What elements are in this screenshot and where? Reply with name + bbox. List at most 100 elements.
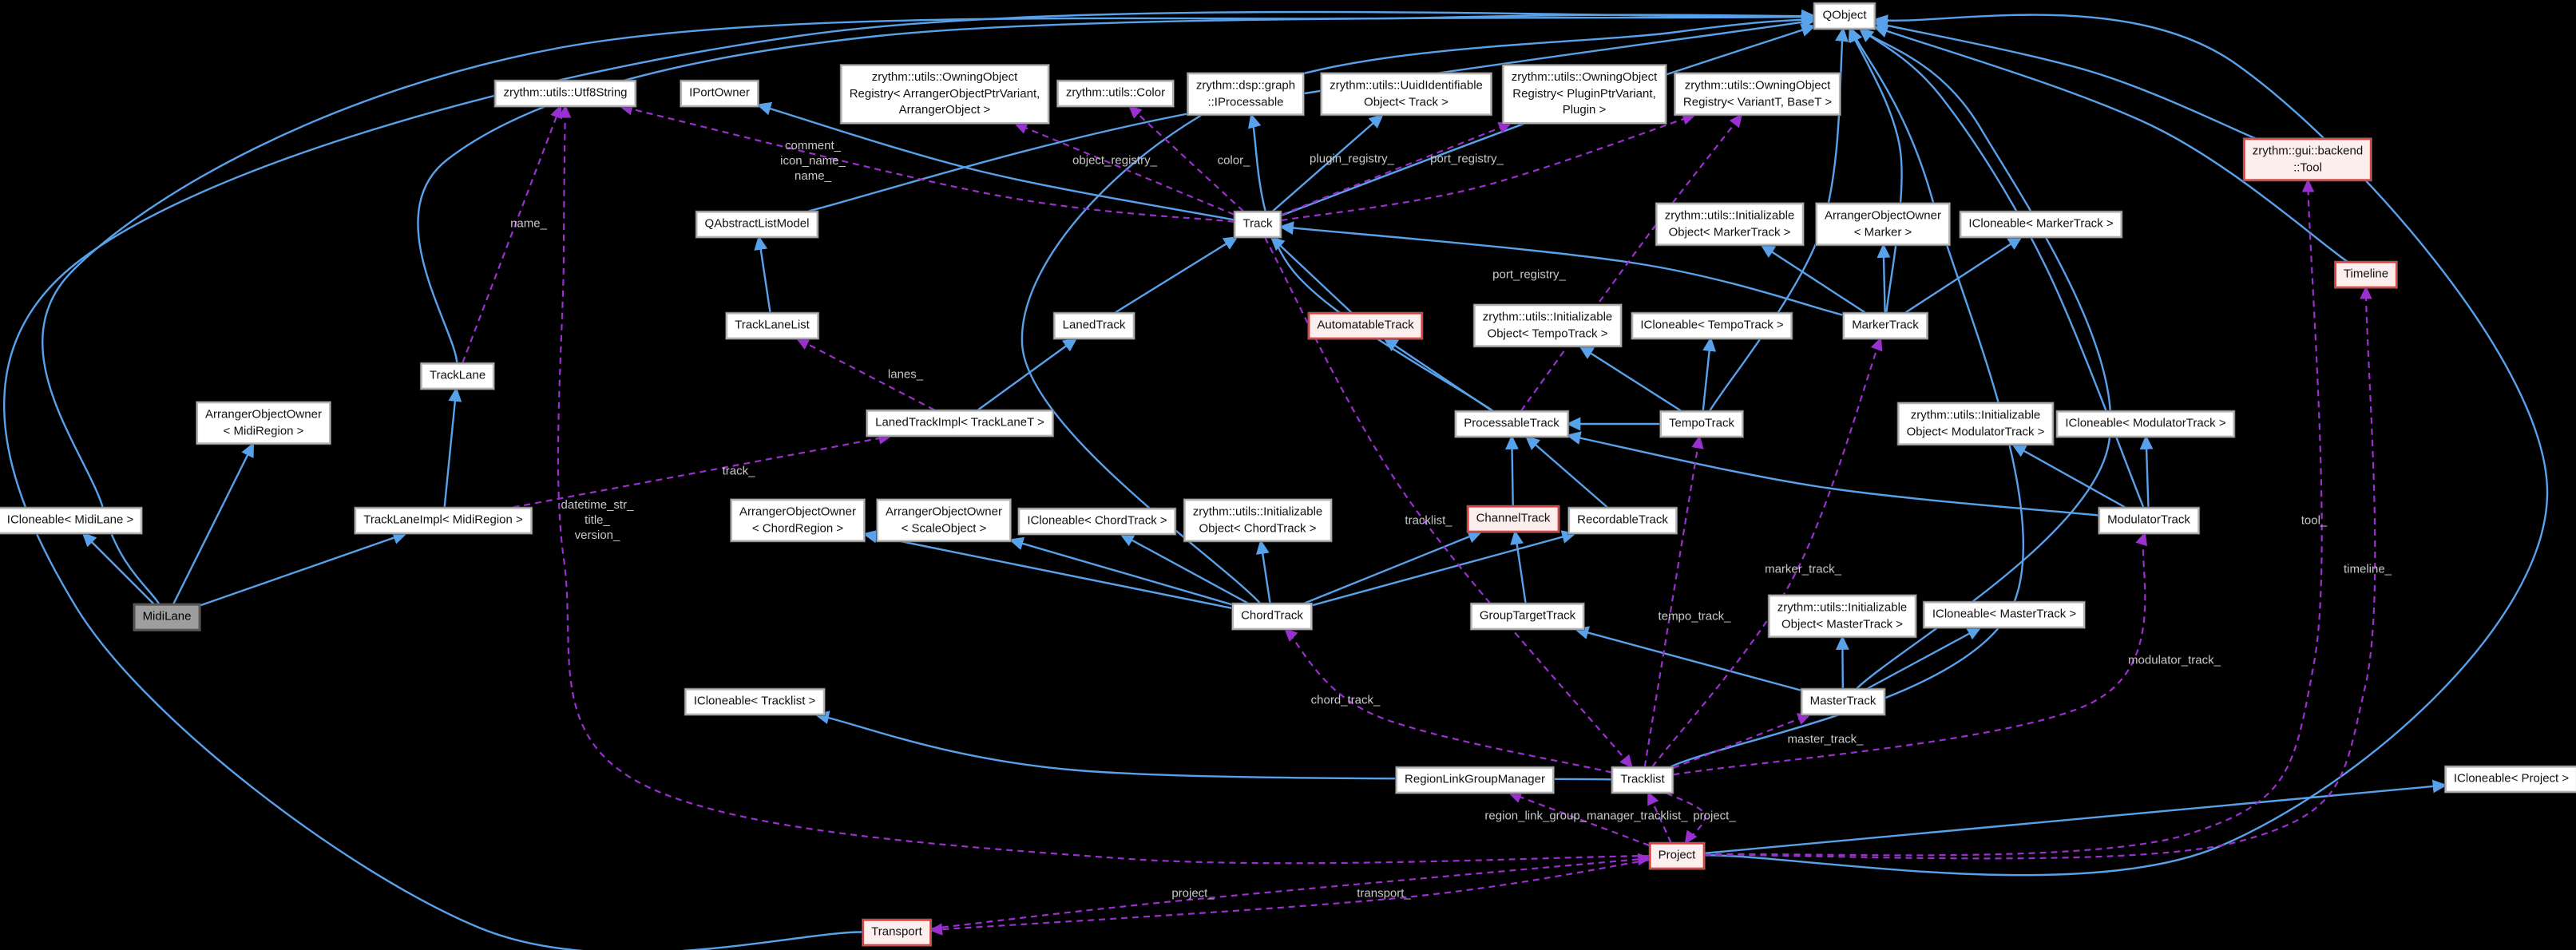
edge-label: tool_ xyxy=(2301,514,2328,529)
inheritance-edge xyxy=(417,10,1817,363)
node-transport[interactable]: Transport xyxy=(862,919,931,946)
node-label-line: QAbstractListModel xyxy=(704,216,810,231)
node-arrobj_scaleobject[interactable]: ArrangerObjectOwner< ScaleObject > xyxy=(877,499,1011,542)
edge-label: plugin_registry_ xyxy=(1310,152,1394,168)
node-grouptargettrack[interactable]: GroupTargetTrack xyxy=(1470,603,1585,630)
usage-edge xyxy=(557,104,1650,865)
node-label-line: QObject xyxy=(1822,8,1867,22)
inheritance-edge xyxy=(200,531,408,607)
inheritance-edge xyxy=(977,337,1078,411)
node-track[interactable]: Track xyxy=(1234,211,1282,238)
node-label-line: Object< MarkerTrack > xyxy=(1668,225,1791,239)
usage-edge xyxy=(1666,792,1706,845)
inheritance-edge xyxy=(862,529,1233,610)
node-midilane[interactable]: MidiLane xyxy=(133,604,200,631)
node-label-line: ICloneable< Project > xyxy=(2453,771,2570,786)
node-iportowner[interactable]: IPortOwner xyxy=(680,80,759,107)
node-label-line: AutomatableTrack xyxy=(1317,318,1414,332)
node-label-line: Transport xyxy=(871,924,922,939)
node-label-line: Timeline xyxy=(2343,267,2389,281)
inheritance-edge xyxy=(1510,529,1527,604)
node-channeltrack[interactable]: ChannelTrack xyxy=(1467,505,1559,532)
node-automatabletrack[interactable]: AutomatableTrack xyxy=(1308,312,1423,339)
edge-label: modulator_track_ xyxy=(2128,654,2221,669)
node-tempotrack[interactable]: TempoTrack xyxy=(1660,410,1743,437)
node-color[interactable]: zrythm::utils::Color xyxy=(1056,80,1175,107)
edge-label-line: port_registry_ xyxy=(1492,267,1566,282)
node-iclone_project[interactable]: ICloneable< Project > xyxy=(2444,766,2576,793)
node-label-line: Object< ChordTrack > xyxy=(1199,521,1317,535)
node-timeline[interactable]: Timeline xyxy=(2334,261,2398,288)
node-project[interactable]: Project xyxy=(1649,842,1705,869)
node-label-line: zrythm::utils::OwningObject xyxy=(871,69,1018,84)
node-lanedtrack[interactable]: LanedTrack xyxy=(1053,312,1135,339)
node-tracklist[interactable]: Tracklist xyxy=(1611,766,1674,794)
edge-label-line: port_registry_ xyxy=(1430,152,1504,166)
node-arrobj_marker[interactable]: ArrangerObjectOwner< Marker > xyxy=(1816,203,1950,246)
node-iclone_modulatortrack[interactable]: ICloneable< ModulatorTrack > xyxy=(2056,410,2235,437)
node-chordtrack[interactable]: ChordTrack xyxy=(1232,603,1312,630)
inheritance-edge xyxy=(1574,626,1801,691)
inheritance-edge xyxy=(1566,431,2099,517)
node-tracklane[interactable]: TrackLane xyxy=(420,362,495,390)
node-label-line: zrythm::utils::Initializable xyxy=(1482,310,1613,324)
edge-label: master_track_ xyxy=(1787,733,1863,748)
node-iclone_chordtrack[interactable]: ICloneable< ChordTrack > xyxy=(1018,508,1176,535)
node-label-line: zrythm::utils::Color xyxy=(1065,85,1166,100)
node-label-line: IPortOwner xyxy=(689,85,750,100)
node-tool[interactable]: zrythm::gui::backend::Tool xyxy=(2243,138,2372,181)
node-arrobj_midiregion[interactable]: ArrangerObjectOwner< MidiRegion > xyxy=(196,402,331,445)
node-mastertrack[interactable]: MasterTrack xyxy=(1801,688,1885,715)
usage-edge xyxy=(930,853,1652,930)
node-iclone_markertrack[interactable]: ICloneable< MarkerTrack > xyxy=(1960,211,2122,238)
node-label-line: < Marker > xyxy=(1853,225,1912,239)
node-iclone_tempotrack[interactable]: ICloneable< TempoTrack > xyxy=(1631,312,1793,339)
node-markertrack[interactable]: MarkerTrack xyxy=(1843,312,1928,339)
node-iclone_mastertrack[interactable]: ICloneable< MasterTrack > xyxy=(1923,601,2086,628)
inheritance-edge xyxy=(81,532,155,605)
usage-edge xyxy=(1508,791,1650,847)
node-arrobj_chordregion[interactable]: ArrangerObjectOwner< ChordRegion > xyxy=(731,499,865,542)
node-qabstractlistmodel[interactable]: QAbstractListModel xyxy=(696,211,818,238)
edge-label: project_ xyxy=(1171,887,1214,902)
node-label-line: Track xyxy=(1242,216,1273,231)
node-tracklaneimpl_midiregion[interactable]: TrackLaneImpl< MidiRegion > xyxy=(355,507,532,534)
edge-label-line: color_ xyxy=(1217,153,1250,168)
node-iprocessable[interactable]: zrythm::dsp::graph::IProcessable xyxy=(1187,73,1305,116)
node-regionlinkgroupmanager[interactable]: RegionLinkGroupManager xyxy=(1396,766,1554,794)
inheritance-edge xyxy=(1867,627,1982,690)
node-iclone_midilane[interactable]: ICloneable< MidiLane > xyxy=(0,507,143,534)
node-qobject[interactable]: QObject xyxy=(1813,2,1876,30)
node-label-line: TrackLane xyxy=(429,368,486,382)
usage-edge xyxy=(929,859,1650,936)
node-label-line: TempoTrack xyxy=(1669,416,1734,430)
edge-label: port_registry_ xyxy=(1492,268,1566,283)
node-processabletrack[interactable]: ProcessableTrack xyxy=(1455,410,1568,437)
node-utf8string[interactable]: zrythm::utils::Utf8String xyxy=(494,80,636,107)
edge-label: name_ xyxy=(510,217,547,232)
edge-label-line: tracklist_ xyxy=(1405,513,1452,528)
node-label-line: ArrangerObjectOwner xyxy=(205,407,322,422)
usage-edge xyxy=(1647,791,1672,843)
usage-edge xyxy=(1704,285,2376,860)
node-iclone_tracklist[interactable]: ICloneable< Tracklist > xyxy=(684,688,825,715)
node-lanedtrackimpl[interactable]: LanedTrackImpl< TrackLaneT > xyxy=(866,410,1053,437)
usage-edge xyxy=(1284,627,1612,774)
node-recordabletrack[interactable]: RecordableTrack xyxy=(1568,507,1677,534)
node-label-line: MasterTrack xyxy=(1809,694,1877,708)
node-tracklanelist[interactable]: TrackLaneList xyxy=(726,312,818,339)
node-label-line: ArrangerObject > xyxy=(898,103,991,117)
node-modulatortrack[interactable]: ModulatorTrack xyxy=(2098,507,2199,534)
edge-label-line: tempo_track_ xyxy=(1658,609,1731,623)
